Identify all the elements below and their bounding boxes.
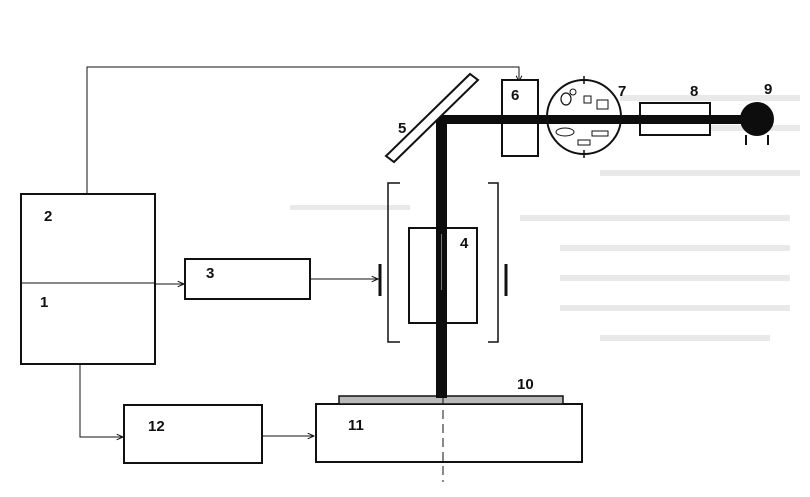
source-9 <box>740 102 774 145</box>
block-1-2 <box>20 193 156 365</box>
block-12 <box>123 404 263 464</box>
label-8: 8 <box>690 83 698 100</box>
beam-through-7 <box>548 115 620 124</box>
housing-right-bracket <box>488 182 499 343</box>
label-4: 4 <box>460 235 469 252</box>
show-through-background <box>290 95 800 341</box>
connector-1-to-12 <box>79 364 123 437</box>
label-5: 5 <box>398 120 406 137</box>
block-3 <box>184 258 311 300</box>
beam-through-6 <box>502 115 538 124</box>
connector-2-to-6 <box>86 66 519 194</box>
sample-10 <box>338 395 564 405</box>
label-3: 3 <box>206 265 214 282</box>
label-6: 6 <box>511 87 519 104</box>
label-1: 1 <box>40 294 48 311</box>
label-2: 2 <box>44 208 52 225</box>
label-10: 10 <box>517 376 534 393</box>
mirror-5 <box>384 72 480 164</box>
label-11: 11 <box>348 417 364 434</box>
label-7: 7 <box>618 83 626 100</box>
housing-left-bracket <box>387 182 400 343</box>
beam-through-8 <box>640 115 710 124</box>
label-9: 9 <box>764 81 772 98</box>
label-12: 12 <box>148 418 165 435</box>
